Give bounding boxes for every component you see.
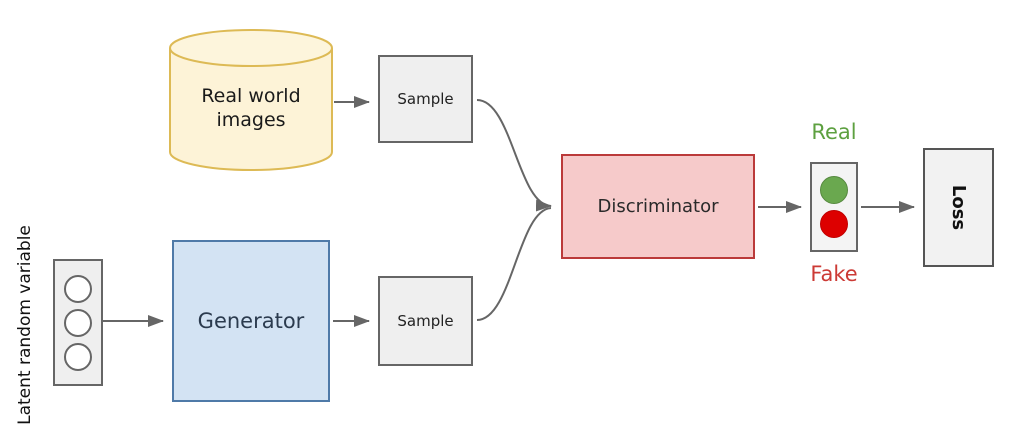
- real-label: Real: [811, 120, 857, 144]
- fake-dot: [820, 210, 848, 238]
- discriminator-node: Discriminator: [561, 154, 755, 259]
- latent-vector-node: [53, 259, 103, 386]
- real-world-images-node: Real world images: [170, 84, 332, 132]
- sample-bottom-node: Sample: [378, 276, 473, 366]
- real-dot: [820, 176, 848, 204]
- fake-label: Fake: [810, 262, 858, 286]
- real-world-images-cylinder: [169, 29, 333, 171]
- arrow-sample-top-to-discriminator: [476, 99, 552, 212]
- loss-node: Loss: [923, 148, 994, 267]
- generator-node: Generator: [172, 240, 330, 402]
- real-world-images-label-line1: Real world: [201, 85, 301, 107]
- latent-circle-3: [64, 342, 92, 371]
- loss-label: Loss: [947, 184, 969, 231]
- arrow-sample-bottom-to-discriminator: [476, 207, 552, 321]
- real-fake-indicator-node: [810, 162, 858, 252]
- real-world-images-label-line2: images: [216, 109, 286, 131]
- latent-circle-1: [64, 274, 92, 303]
- latent-circle-2: [64, 308, 92, 337]
- sample-top-node: Sample: [378, 55, 473, 143]
- latent-random-variable-label: Latent random variable: [15, 225, 35, 425]
